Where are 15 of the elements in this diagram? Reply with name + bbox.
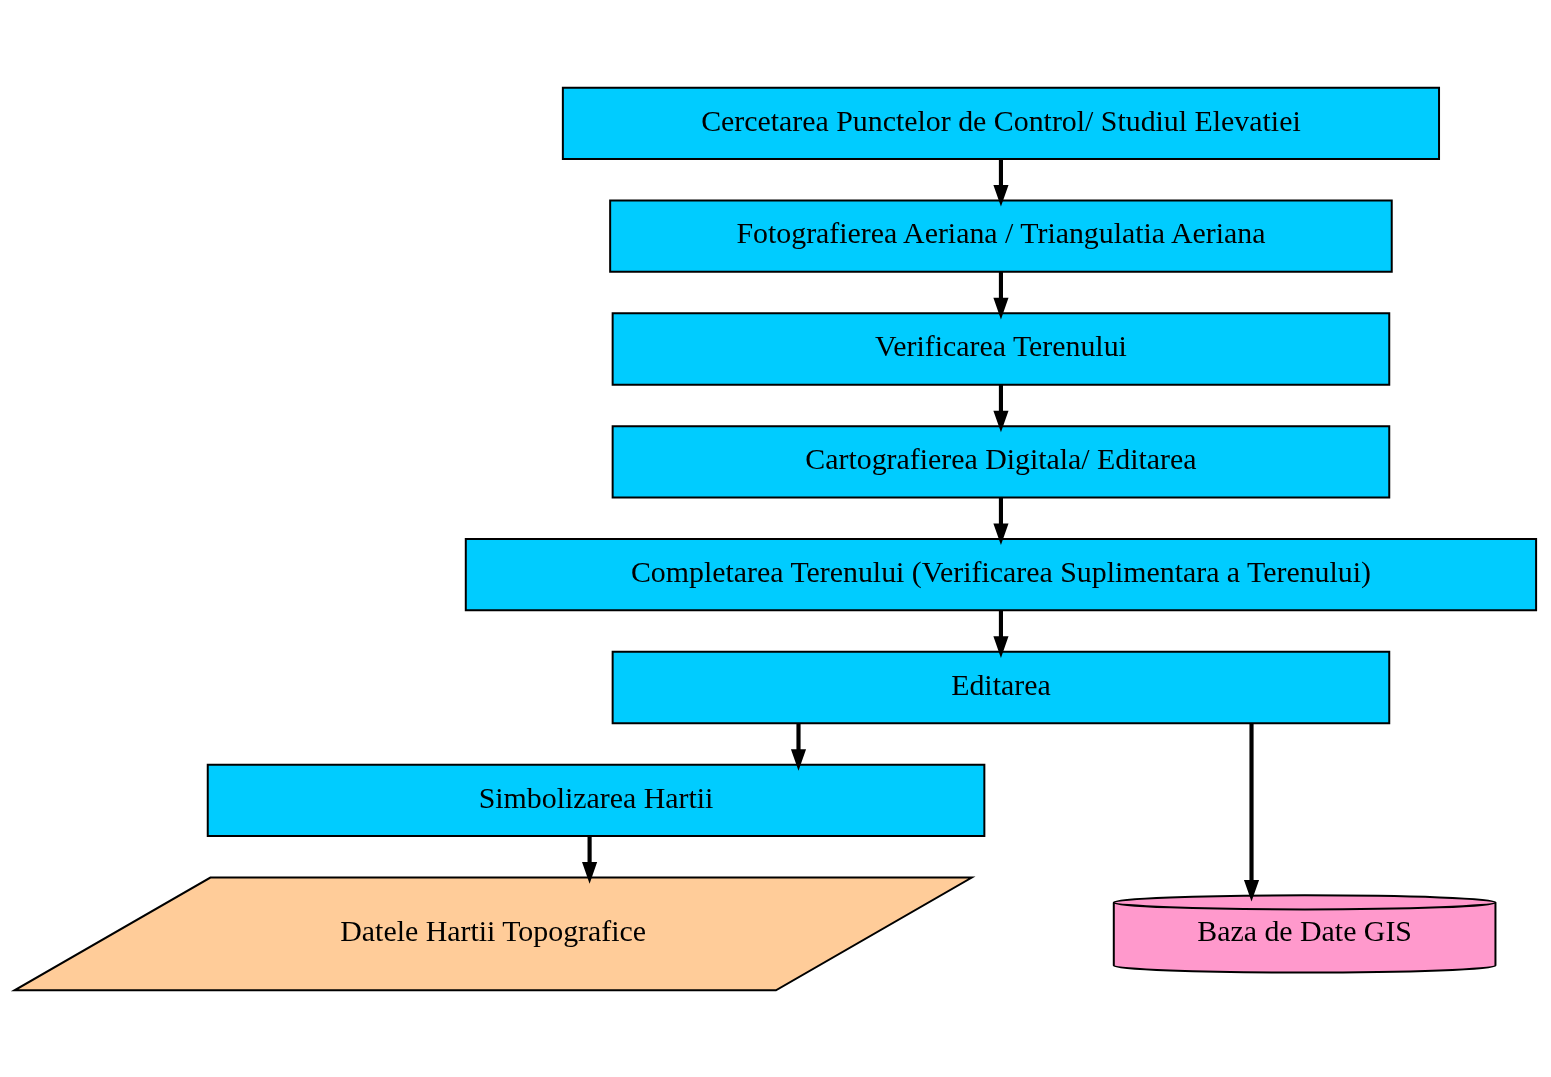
node-box: Cartografierea Digitala/ Editarea bbox=[611, 424, 1391, 498]
node-box: Simbolizarea Hartii bbox=[206, 763, 986, 837]
arrow bbox=[993, 497, 1009, 545]
arrow bbox=[582, 835, 598, 884]
node-box: Editarea bbox=[611, 650, 1391, 724]
arrow bbox=[1243, 722, 1260, 901]
node-box: Cercetarea Punctelor de Control/ Studiul Elevatiei bbox=[561, 86, 1441, 160]
node-box: Fotografierea Aeriana / Triangulatia Aeriana bbox=[609, 199, 1393, 273]
arrow bbox=[993, 384, 1009, 432]
arrow bbox=[993, 158, 1009, 207]
node-box: Verificarea Terenului bbox=[611, 311, 1391, 386]
arrow bbox=[790, 722, 807, 771]
arrow bbox=[993, 271, 1009, 319]
arrow bbox=[993, 609, 1009, 658]
node-box: Completarea Terenului (Verificarea Suplimentara a Terenului) bbox=[464, 537, 1538, 611]
